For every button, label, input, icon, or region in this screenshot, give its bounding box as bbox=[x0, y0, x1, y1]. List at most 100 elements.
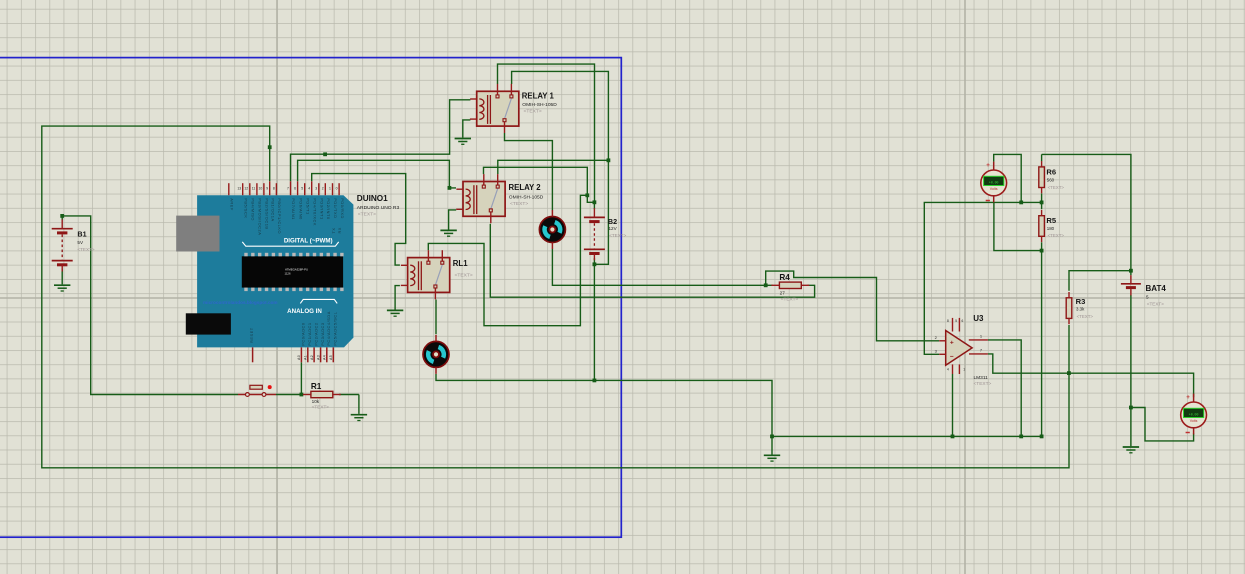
svg-text:RELAY 2: RELAY 2 bbox=[509, 183, 542, 192]
svg-text:microcontrolandos.blogspot.com: microcontrolandos.blogspot.com bbox=[203, 300, 277, 305]
svg-text:0: 0 bbox=[336, 186, 338, 190]
svg-text:PC2/ADC2: PC2/ADC2 bbox=[313, 322, 318, 345]
svg-text:1126: 1126 bbox=[285, 272, 291, 276]
svg-text:560: 560 bbox=[1047, 178, 1055, 183]
svg-text:ANALOG IN: ANALOG IN bbox=[287, 308, 322, 315]
svg-text:PC1/ADC1: PC1/ADC1 bbox=[307, 322, 312, 345]
svg-text:9: 9 bbox=[266, 186, 268, 190]
svg-text:PD0/RXD: PD0/RXD bbox=[340, 198, 345, 219]
svg-text:<TEXT>: <TEXT> bbox=[524, 109, 542, 115]
svg-text:6: 6 bbox=[294, 186, 296, 190]
svg-text:4: 4 bbox=[947, 368, 949, 372]
svg-text:DUINO1: DUINO1 bbox=[357, 194, 388, 203]
svg-text:10k: 10k bbox=[312, 399, 320, 404]
svg-text:PD6/AIN0: PD6/AIN0 bbox=[298, 198, 303, 220]
svg-text:27: 27 bbox=[780, 291, 786, 296]
svg-text:7: 7 bbox=[287, 186, 289, 190]
svg-text:Volts: Volts bbox=[1190, 419, 1198, 423]
svg-text:<TEXT>: <TEXT> bbox=[77, 247, 94, 252]
svg-text:PB3/MOSI/OC2A: PB3/MOSI/OC2A bbox=[258, 198, 263, 235]
svg-text:Volts: Volts bbox=[990, 187, 998, 191]
svg-text:<TEXT>: <TEXT> bbox=[1077, 314, 1094, 319]
svg-text:5: 5 bbox=[955, 319, 957, 323]
svg-text:A1: A1 bbox=[304, 355, 308, 360]
svg-text:PD7/AIN1: PD7/AIN1 bbox=[291, 198, 296, 220]
svg-text:1: 1 bbox=[329, 186, 331, 190]
svg-text:LM311: LM311 bbox=[974, 375, 989, 381]
svg-text:OMIH-SH-105D: OMIH-SH-105D bbox=[522, 102, 557, 108]
svg-text:RESET: RESET bbox=[249, 327, 254, 343]
svg-text:12: 12 bbox=[244, 186, 248, 190]
svg-text:3: 3 bbox=[935, 348, 938, 353]
svg-text:A3: A3 bbox=[316, 355, 320, 360]
svg-text:BAT4: BAT4 bbox=[1146, 284, 1167, 293]
svg-text:ARDUINO UNO R3: ARDUINO UNO R3 bbox=[357, 205, 400, 211]
svg-text:<TEXT>: <TEXT> bbox=[1048, 233, 1065, 238]
svg-text:RX: RX bbox=[337, 227, 342, 233]
svg-text:12V: 12V bbox=[609, 226, 618, 231]
svg-text:3.3k: 3.3k bbox=[1076, 307, 1085, 312]
svg-text:+: + bbox=[1186, 394, 1190, 401]
svg-text:B1: B1 bbox=[77, 230, 86, 239]
svg-text:1: 1 bbox=[963, 368, 965, 372]
svg-text:<TEXT>: <TEXT> bbox=[1147, 302, 1164, 307]
svg-text:7: 7 bbox=[980, 347, 983, 352]
svg-text:−: − bbox=[950, 353, 954, 360]
svg-text:13: 13 bbox=[237, 186, 241, 190]
svg-text:PB0/ICP1/CLKO: PB0/ICP1/CLKO bbox=[277, 198, 282, 234]
svg-text:PC3/ADC3: PC3/ADC3 bbox=[320, 322, 325, 345]
svg-text:8: 8 bbox=[273, 186, 275, 190]
svg-text:RELAY 1: RELAY 1 bbox=[522, 92, 555, 101]
svg-text:PC4/ADC4/SDA: PC4/ADC4/SDA bbox=[326, 311, 331, 346]
svg-text:PD3/INT1: PD3/INT1 bbox=[320, 198, 325, 219]
svg-text:R6: R6 bbox=[1046, 168, 1056, 177]
svg-text:U3: U3 bbox=[973, 314, 984, 323]
svg-text:2: 2 bbox=[935, 335, 938, 340]
svg-text:R1: R1 bbox=[311, 382, 322, 391]
svg-text:6: 6 bbox=[962, 319, 964, 323]
svg-text:<TEXT>: <TEXT> bbox=[609, 233, 626, 238]
svg-text:DIGITAL (~PWM): DIGITAL (~PWM) bbox=[284, 238, 333, 245]
svg-text:R5: R5 bbox=[1046, 216, 1056, 225]
svg-text:<TEXT>: <TEXT> bbox=[1048, 185, 1065, 190]
svg-text:A4: A4 bbox=[323, 355, 327, 360]
svg-text:RL1: RL1 bbox=[453, 259, 468, 268]
svg-text:A0: A0 bbox=[297, 355, 301, 360]
svg-text:R4: R4 bbox=[779, 273, 790, 282]
svg-text:R3: R3 bbox=[1076, 297, 1086, 306]
svg-text:<TEXT>: <TEXT> bbox=[312, 404, 330, 409]
svg-text:A5: A5 bbox=[329, 355, 333, 360]
svg-text:11: 11 bbox=[252, 186, 256, 190]
svg-text:<TEXT>: <TEXT> bbox=[510, 201, 528, 207]
svg-text:PB4/MISO: PB4/MISO bbox=[251, 198, 256, 221]
svg-text:+: + bbox=[950, 339, 954, 346]
svg-text:ATMEGA328P-PU: ATMEGA328P-PU bbox=[285, 268, 308, 272]
svg-text:PD1/TXD: PD1/TXD bbox=[333, 198, 338, 218]
svg-text:PC0/ADC0: PC0/ADC0 bbox=[301, 322, 306, 346]
svg-text:5: 5 bbox=[1146, 294, 1149, 299]
svg-text:4: 4 bbox=[308, 186, 310, 190]
svg-text:AREF: AREF bbox=[230, 198, 235, 211]
svg-text:B2: B2 bbox=[608, 217, 617, 226]
svg-text:1: 1 bbox=[980, 333, 983, 338]
svg-text:3: 3 bbox=[315, 186, 317, 190]
svg-text:PD2/INT0: PD2/INT0 bbox=[326, 198, 331, 220]
svg-text:+: + bbox=[986, 162, 990, 169]
svg-text:PB1/OC1A: PB1/OC1A bbox=[270, 198, 275, 221]
svg-text:PC5/ADC5/SCL: PC5/ADC5/SCL bbox=[333, 311, 338, 346]
svg-text:2: 2 bbox=[322, 186, 324, 190]
svg-text:180: 180 bbox=[1047, 226, 1055, 231]
svg-text:PD5/T1: PD5/T1 bbox=[305, 198, 310, 215]
svg-text:5: 5 bbox=[301, 186, 303, 190]
svg-text:+0.00: +0.00 bbox=[989, 181, 999, 185]
svg-text:PB2/SS/OC1B: PB2/SS/OC1B bbox=[265, 198, 270, 229]
svg-text:<TEXT>: <TEXT> bbox=[974, 381, 992, 387]
svg-text:PD4/T0/XCK: PD4/T0/XCK bbox=[312, 198, 317, 226]
svg-text:+0.00: +0.00 bbox=[1189, 413, 1199, 417]
svg-text:<TEXT>: <TEXT> bbox=[358, 212, 376, 218]
svg-text:8: 8 bbox=[947, 319, 949, 323]
svg-text:5V: 5V bbox=[77, 240, 84, 245]
svg-text:TX: TX bbox=[331, 228, 336, 234]
svg-text:10: 10 bbox=[259, 186, 263, 190]
svg-text:OMIH-SH-105D: OMIH-SH-105D bbox=[509, 194, 544, 200]
